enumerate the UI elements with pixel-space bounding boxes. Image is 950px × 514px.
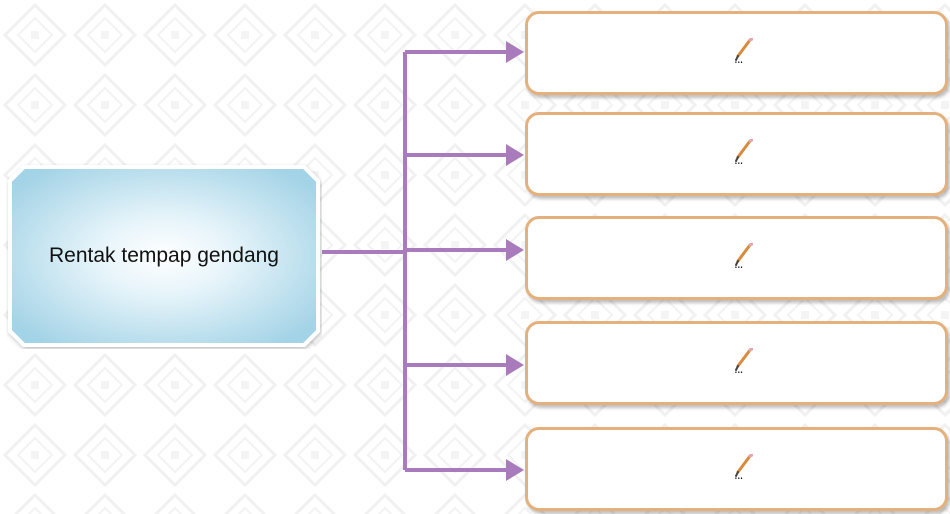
answer-box-3[interactable]: ... [525,216,948,300]
answer-placeholder: ... [734,257,744,271]
answer-placeholder: ... [734,468,744,482]
answer-box-5[interactable]: ... [525,427,948,511]
answer-box-4[interactable]: ... [525,321,948,405]
answer-placeholder: ... [734,52,744,66]
main-topic-label: Rentak tempap gendang [48,244,279,267]
arrowhead-1 [506,41,524,63]
arrowhead-2 [506,144,524,166]
answer-box-1[interactable]: ... [525,11,948,95]
pencil-icon [735,243,753,266]
main-topic-box: Rentak tempap gendang [6,163,322,349]
arrowhead-5 [506,459,524,481]
answer-placeholder: ... [734,362,744,376]
pencil-icon [735,139,753,162]
pencil-icon [735,38,753,61]
pencil-icon [735,348,753,371]
arrowhead-4 [506,354,524,376]
answer-placeholder: ... [734,153,744,167]
pencil-icon [735,454,753,477]
arrowhead-3 [506,239,524,261]
answer-box-2[interactable]: ... [525,112,948,196]
